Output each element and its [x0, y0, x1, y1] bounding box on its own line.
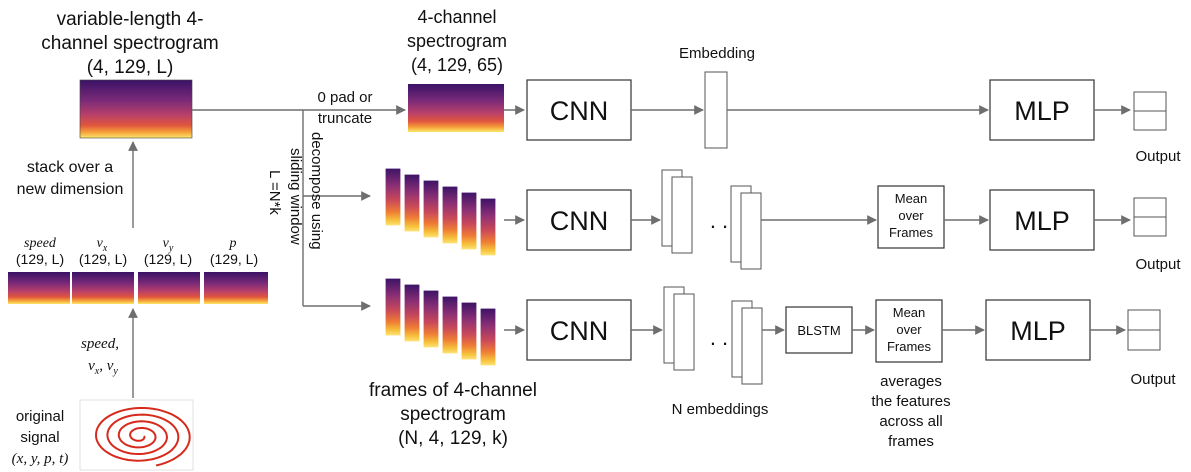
input-title-line3: (4, 129, L): [87, 57, 174, 78]
svg-text:MLP: MLP: [1010, 316, 1066, 346]
blstm-box: BLSTM: [785, 306, 853, 354]
output-label-middle: Output: [1135, 256, 1181, 273]
spectrogram-frame: [441, 295, 459, 355]
cnn-box-bottom: CNN: [526, 299, 632, 361]
averages-caption-line4: frames: [888, 433, 934, 450]
averages-caption-line2: the features: [871, 393, 950, 410]
output-middle: [1133, 197, 1167, 237]
top-title-line2: spectrogram: [407, 31, 507, 51]
channel-p-spectrogram: [204, 272, 268, 304]
original-signal-line1: original: [16, 408, 64, 425]
svg-text:Mean: Mean: [893, 305, 926, 320]
original-signal-line2: signal: [20, 429, 59, 446]
output-top: [1133, 91, 1167, 131]
svg-text:MLP: MLP: [1014, 96, 1070, 126]
spectrogram-frame: [479, 307, 497, 367]
cnn-box-middle: CNN: [526, 189, 632, 251]
frames-caption-line1: frames of 4-channel: [369, 380, 537, 401]
spectrogram-frame: [479, 197, 497, 257]
svg-text:decompose using: decompose using: [308, 132, 325, 250]
mlp-box-top: MLP: [989, 79, 1095, 141]
mean-over-frames-middle: Mean over Frames: [877, 185, 945, 249]
frames-middle: [384, 167, 497, 257]
pad-label-line1: 0 pad or: [317, 89, 372, 106]
svg-text:CNN: CNN: [550, 206, 609, 236]
top-title-line3: (4, 129, 65): [411, 55, 503, 75]
window-length-label: L =N*k: [266, 170, 283, 215]
n-embeddings-label: N embeddings: [672, 401, 769, 418]
svg-text:CNN: CNN: [550, 316, 609, 346]
mlp-box-bottom: MLP: [985, 299, 1091, 361]
stack-label-line2: new dimension: [17, 181, 124, 198]
pad-label-line2: truncate: [318, 110, 372, 127]
stack-label-line1: stack over a: [27, 159, 113, 176]
channel-vx-spectrogram: [72, 272, 134, 304]
input-title-line1: variable-length 4-: [57, 9, 204, 30]
averages-caption-line1: averages: [880, 373, 942, 390]
output-bottom: [1127, 309, 1161, 351]
channel-vy-label: vy: [163, 236, 174, 254]
channel-speed-label: speed: [24, 236, 57, 251]
embedding-vector: [704, 71, 728, 149]
svg-text:over: over: [898, 208, 924, 223]
svg-text:MLP: MLP: [1014, 206, 1070, 236]
top-title-line1: 4-channel: [417, 7, 496, 27]
channel-p-shape: (129, L): [210, 251, 258, 267]
derived-features-line2: vx, vy: [88, 358, 118, 377]
spectrogram-frame: [384, 167, 402, 227]
frames-caption-line3: (N, 4, 129, k): [398, 428, 508, 449]
original-signal-line3: (x, y, p, t): [12, 451, 69, 467]
spiral-signal-image: [79, 399, 194, 471]
svg-text:Frames: Frames: [889, 225, 934, 240]
cnn-box-top: CNN: [526, 79, 632, 141]
spectrogram-frame: [460, 301, 478, 361]
sliding-window-label: sliding window: [287, 148, 304, 245]
spectrogram-frame: [403, 173, 421, 233]
svg-text:CNN: CNN: [550, 96, 609, 126]
frames-caption-line2: spectrogram: [400, 404, 506, 425]
svg-text:Mean: Mean: [895, 191, 928, 206]
svg-text:over: over: [896, 322, 922, 337]
channel-speed-spectrogram: [8, 272, 70, 304]
frames-bottom: [384, 277, 497, 367]
averages-caption-line3: across all: [879, 413, 942, 430]
variable-length-spectrogram: [79, 79, 193, 139]
spectrogram-frame: [422, 179, 440, 239]
embeddings-bottom: [663, 286, 763, 385]
channel-vx-shape: (129, L): [79, 251, 127, 267]
ellipsis-bottom: . .: [710, 325, 728, 350]
mlp-box-middle: MLP: [989, 189, 1095, 251]
derived-features-line1: speed,: [81, 336, 119, 352]
channel-p-label: p: [229, 236, 237, 251]
embeddings-middle: [661, 169, 762, 270]
output-label-top: Output: [1135, 148, 1181, 165]
input-title-line2: channel spectrogram: [41, 33, 218, 54]
spectrogram-frame: [460, 191, 478, 251]
spectrogram-frame: [384, 277, 402, 337]
channel-spectrograms: [8, 272, 268, 304]
svg-text:Frames: Frames: [887, 339, 932, 354]
channel-speed-shape: (129, L): [16, 251, 64, 267]
decompose-label: decompose using: [308, 132, 325, 250]
fixed-length-spectrogram: [408, 84, 504, 132]
spectrogram-frame: [422, 289, 440, 349]
spectrogram-frame: [403, 283, 421, 343]
spectrogram-frame: [441, 185, 459, 245]
mean-over-frames-bottom: Mean over Frames: [875, 299, 943, 363]
channel-vx-label: vx: [97, 236, 108, 254]
svg-text:BLSTM: BLSTM: [797, 323, 840, 338]
output-label-bottom: Output: [1130, 371, 1176, 388]
ellipsis-middle: . .: [710, 208, 728, 233]
channel-vy-spectrogram: [138, 272, 200, 304]
channel-vy-shape: (129, L): [144, 251, 192, 267]
embedding-label: Embedding: [679, 45, 755, 62]
